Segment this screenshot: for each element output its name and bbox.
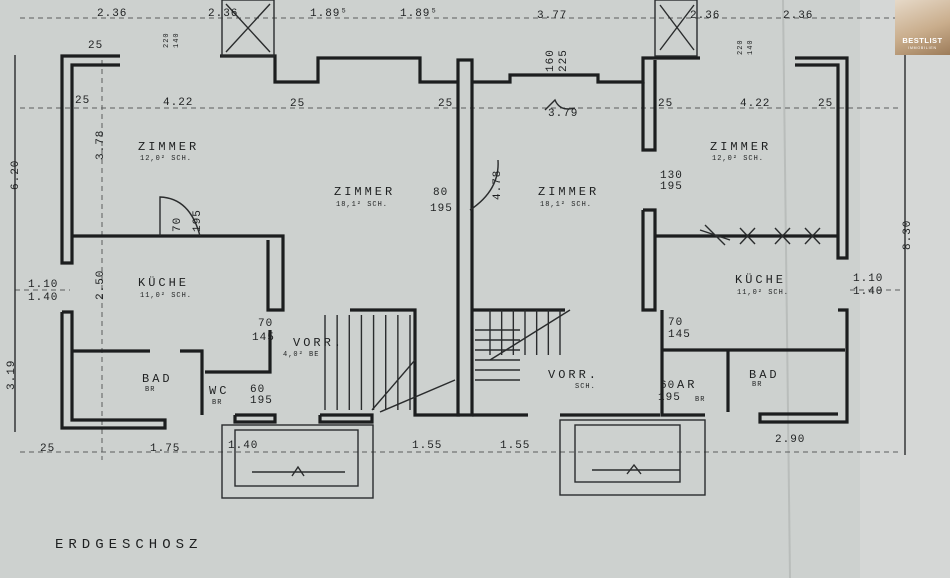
room-abstellraum: AR	[677, 378, 697, 392]
room-labels: ZIMMER 12,0² SCH. ZIMMER 18,1² SCH. ZIMM…	[138, 140, 789, 407]
svg-text:3.19: 3.19	[6, 360, 18, 390]
doors	[159, 98, 821, 246]
svg-text:1.40: 1.40	[228, 440, 258, 452]
svg-text:6.20: 6.20	[10, 160, 22, 190]
svg-text:25: 25	[88, 40, 103, 52]
svg-text:80: 80	[433, 187, 448, 199]
svg-text:4,0² BE: 4,0² BE	[283, 351, 319, 359]
svg-text:225: 225	[558, 49, 570, 72]
svg-text:18,1² SCH.: 18,1² SCH.	[336, 201, 388, 209]
svg-text:145: 145	[252, 332, 275, 344]
room-zimmer-center-left: ZIMMER	[334, 185, 395, 199]
room-wc: WC	[209, 384, 229, 398]
room-zimmer-right: ZIMMER	[710, 140, 771, 154]
svg-text:220: 220	[737, 39, 745, 55]
svg-text:12,0² SCH.: 12,0² SCH.	[140, 155, 192, 163]
walls	[60, 54, 849, 430]
svg-text:11,0² SCH.: 11,0² SCH.	[140, 292, 192, 300]
svg-text:140: 140	[747, 39, 755, 55]
svg-text:70: 70	[668, 317, 683, 329]
logo-text: BESTLIST	[902, 36, 943, 45]
svg-text:195: 195	[430, 203, 453, 215]
svg-text:195: 195	[658, 392, 681, 404]
room-kueche-right: KÜCHE	[735, 273, 786, 287]
svg-text:70: 70	[258, 318, 273, 330]
svg-text:2.36: 2.36	[783, 10, 813, 22]
svg-text:25: 25	[658, 98, 673, 110]
room-vorraum-right: VORR.	[548, 368, 599, 382]
svg-text:2.36: 2.36	[208, 8, 238, 20]
dimension-lines	[14, 17, 930, 460]
svg-text:BR: BR	[752, 381, 762, 389]
svg-text:25: 25	[75, 95, 90, 107]
svg-text:1.40: 1.40	[28, 292, 58, 304]
room-bad-right: BAD	[749, 368, 780, 382]
svg-text:12,0² SCH.: 12,0² SCH.	[712, 155, 764, 163]
room-zimmer-left: ZIMMER	[138, 140, 199, 154]
room-bad-left: BAD	[142, 372, 173, 386]
svg-text:195: 195	[192, 209, 204, 232]
svg-text:BR: BR	[145, 386, 155, 394]
svg-text:2.50: 2.50	[95, 270, 107, 300]
svg-text:140: 140	[173, 32, 181, 48]
room-zimmer-center-right: ZIMMER	[538, 185, 599, 199]
svg-text:8.30: 8.30	[902, 220, 914, 250]
svg-text:11,0² SCH.: 11,0² SCH.	[737, 289, 789, 297]
svg-text:4.22: 4.22	[163, 97, 193, 109]
svg-text:25: 25	[818, 98, 833, 110]
svg-text:1.10: 1.10	[853, 273, 883, 285]
svg-text:2.90: 2.90	[775, 434, 805, 446]
svg-text:160: 160	[545, 49, 557, 72]
svg-text:4.78: 4.78	[492, 170, 504, 200]
svg-text:195: 195	[250, 395, 273, 407]
svg-text:1.89⁵: 1.89⁵	[310, 8, 348, 20]
svg-text:60: 60	[250, 384, 265, 396]
svg-text:1.89⁵: 1.89⁵	[400, 8, 438, 20]
svg-text:145: 145	[668, 329, 691, 341]
svg-text:1.10: 1.10	[28, 279, 58, 291]
svg-text:25: 25	[40, 443, 55, 455]
svg-text:60: 60	[660, 380, 675, 392]
svg-text:3.77: 3.77	[537, 10, 567, 22]
svg-text:BR: BR	[212, 399, 222, 407]
svg-text:195: 195	[660, 181, 683, 193]
svg-text:1.55: 1.55	[500, 440, 530, 452]
svg-text:4.22: 4.22	[740, 98, 770, 110]
svg-text:130: 130	[660, 170, 683, 182]
svg-text:3.78: 3.78	[95, 130, 107, 160]
room-kueche-left: KÜCHE	[138, 276, 189, 290]
svg-text:25: 25	[290, 98, 305, 110]
svg-text:3.79: 3.79	[548, 108, 578, 120]
svg-text:18,1² SCH.: 18,1² SCH.	[540, 201, 592, 209]
svg-text:1.75: 1.75	[150, 443, 180, 455]
porches	[221, 419, 706, 499]
company-logo: BESTLIST IMMOBILIEN	[895, 0, 950, 55]
dimension-labels: 2.36 2.36 1.89⁵ 1.89⁵ 3.77 2.36 2.36 4.2…	[6, 8, 914, 455]
svg-text:70: 70	[172, 217, 184, 232]
svg-text:1.55: 1.55	[412, 440, 442, 452]
svg-text:BR: BR	[695, 396, 705, 404]
svg-text:25: 25	[438, 98, 453, 110]
logo-subtext: IMMOBILIEN	[908, 46, 937, 50]
svg-text:1.40: 1.40	[853, 286, 883, 298]
svg-text:SCH.: SCH.	[575, 383, 596, 391]
stairs	[221, 0, 698, 413]
room-vorraum-left: VORR.	[293, 336, 344, 350]
svg-text:2.36: 2.36	[690, 10, 720, 22]
svg-text:2.36: 2.36	[97, 8, 127, 20]
floor-title: ERDGESCHOSZ	[55, 537, 202, 553]
svg-text:220: 220	[163, 32, 171, 48]
